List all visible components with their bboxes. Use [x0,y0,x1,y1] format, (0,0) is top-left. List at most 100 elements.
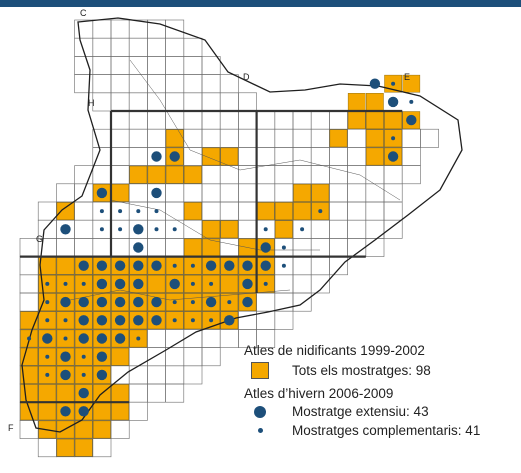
complementary-sampling-dot [227,300,232,305]
grid-square [219,201,239,221]
grid-square [274,165,294,185]
extensive-sampling-dot [242,260,253,271]
grid-square [92,74,112,94]
grid-square [347,201,367,221]
grid-square [165,365,185,385]
grid-square [110,56,130,75]
complementary-sampling-dot [136,209,141,214]
legend-breeding-item: Tots els mostratges: 98 [292,363,431,378]
grid-square [128,92,148,112]
grid-square [329,183,348,203]
breeding-square [56,202,75,220]
grid-square [165,238,185,257]
extensive-sampling-dot [60,406,71,417]
grid-square [92,92,112,112]
grid-square [183,110,203,130]
grid-square [383,201,403,221]
complementary-sampling-dot [190,263,195,268]
complementary-sampling-dot [136,336,141,341]
extensive-sampling-dot [242,278,253,290]
grid-square [201,183,221,203]
grid-square [238,92,257,112]
grid-square [147,56,166,75]
grid-square [256,110,276,130]
internal-boundary [109,199,320,251]
complementary-sampling-dot [118,209,123,214]
complementary-sampling-dot [281,245,286,250]
grid-square [147,347,166,367]
grid-square [183,147,203,166]
grid-square [165,74,185,94]
grid-square [110,128,130,148]
extensive-sampling-dot [114,315,126,326]
grid-square [165,92,185,112]
utm-zone-boundaries [20,109,403,404]
grid-square [238,310,257,330]
complementary-sampling-dot [209,318,214,323]
grid-square [19,420,39,439]
legend-winter-title: Atles d’hivern 2006-2009 [244,386,394,401]
grid-square [347,165,367,185]
legend-breeding-title: Atles de nidificants 1999-2002 [244,343,425,358]
grid-square [74,201,94,221]
grid-square [201,347,221,367]
grid-square [238,165,257,185]
grid-square [365,201,385,221]
grid-square [110,37,130,57]
grid-square [147,383,166,403]
grid-square [165,56,185,75]
legend-winter-extensive: Mostratge extensiu: 43 [292,404,429,419]
extensive-sampling-dot [96,315,108,326]
extensive-sampling-dot [260,242,271,253]
complementary-sampling-dot [263,227,268,232]
grid-square [310,165,330,185]
extensive-sampling-dot [169,151,180,162]
extensive-sampling-dot [42,333,53,344]
grid-square [256,147,276,166]
complementary-sampling-dot [45,372,50,377]
complementary-sampling-dot [172,300,177,305]
extensive-sampling-dot [369,78,381,89]
extensive-sampling-dot [78,387,89,399]
grid-square [165,383,185,403]
breeding-square [184,238,202,257]
utm-grid [19,19,439,458]
extensive-sampling-dot [387,96,399,108]
extensive-sampling-dot [205,260,217,271]
legend-small-dot [258,428,263,433]
grid-square [329,219,348,239]
legend-big-dot [254,406,266,418]
complementary-sampling-dot [99,209,104,214]
grid-square [37,438,57,458]
complementary-sampling-dot [99,263,104,268]
breeding-square [38,402,57,421]
zone-label-f: F [8,423,14,433]
grid-square [401,147,421,166]
breeding-square [20,384,38,402]
breeding-square [165,129,184,148]
complementary-sampling-dot [45,300,50,305]
extensive-sampling-dot [224,260,235,271]
grid-square [128,365,148,385]
grid-square [365,238,385,257]
grid-square [128,37,148,57]
grid-square [110,165,130,185]
grid-square [92,56,112,75]
grid-square [383,183,403,203]
grid-square [183,219,203,239]
grid-square [219,329,239,348]
complementary-sampling-dot [45,281,50,286]
zone-label-g: G [36,234,43,244]
complementary-sampling-dot [45,354,50,359]
complementary-sampling-dot [81,354,86,359]
extensive-sampling-dot [133,296,144,308]
complementary-sampling-dot [209,281,214,286]
grid-square [92,165,112,185]
breeding-square [38,384,57,402]
grid-square [165,183,185,203]
extensive-sampling-dot [60,296,71,308]
grid-square [128,110,148,130]
extensive-sampling-dot [406,114,417,126]
breeding-square [111,184,129,202]
